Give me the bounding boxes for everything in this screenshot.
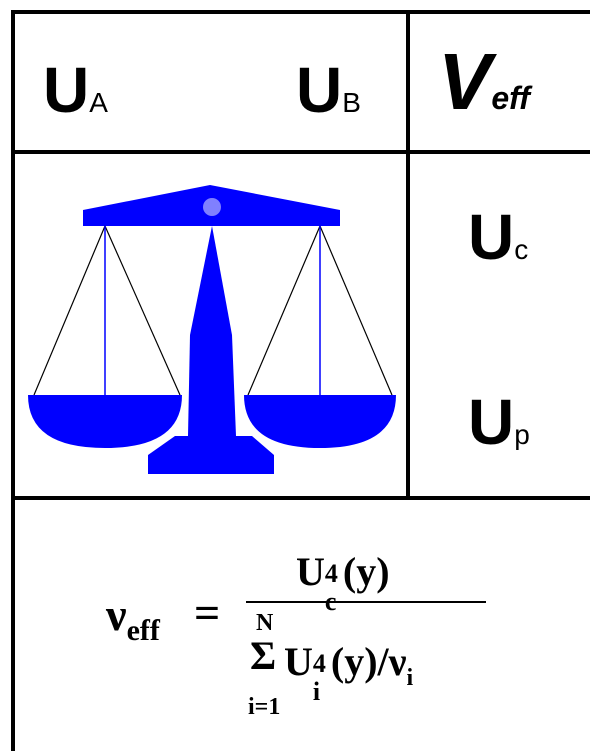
sum-sign: Σ (250, 633, 277, 678)
left-string-2 (104, 225, 181, 396)
right-pan (244, 395, 396, 448)
sum-lower-limit: i=1 (248, 694, 281, 720)
fraction-bar (246, 601, 486, 603)
scale-post (188, 226, 236, 436)
ub-label: UB (296, 54, 361, 126)
veff-formula: νeff = U4c(y) N Σ i=1 U4i(y)/νi (106, 548, 506, 728)
right-string-1 (247, 225, 321, 396)
scale-base (148, 436, 274, 474)
veff-label: Veff (438, 37, 530, 126)
scale-pivot (203, 198, 221, 216)
outer-border (11, 10, 590, 751)
formula-numerator: U4c(y) (296, 549, 390, 616)
ua-label: UA (43, 54, 108, 126)
uc-label: Uc (468, 201, 529, 273)
formula-lhs: νeff (106, 589, 160, 647)
left-pan (28, 395, 182, 448)
right-string-2 (319, 225, 393, 396)
formula-equals: = (194, 587, 221, 638)
sum-upper-limit: N (256, 610, 274, 636)
up-label: Up (468, 386, 530, 458)
left-string-1 (33, 225, 106, 396)
